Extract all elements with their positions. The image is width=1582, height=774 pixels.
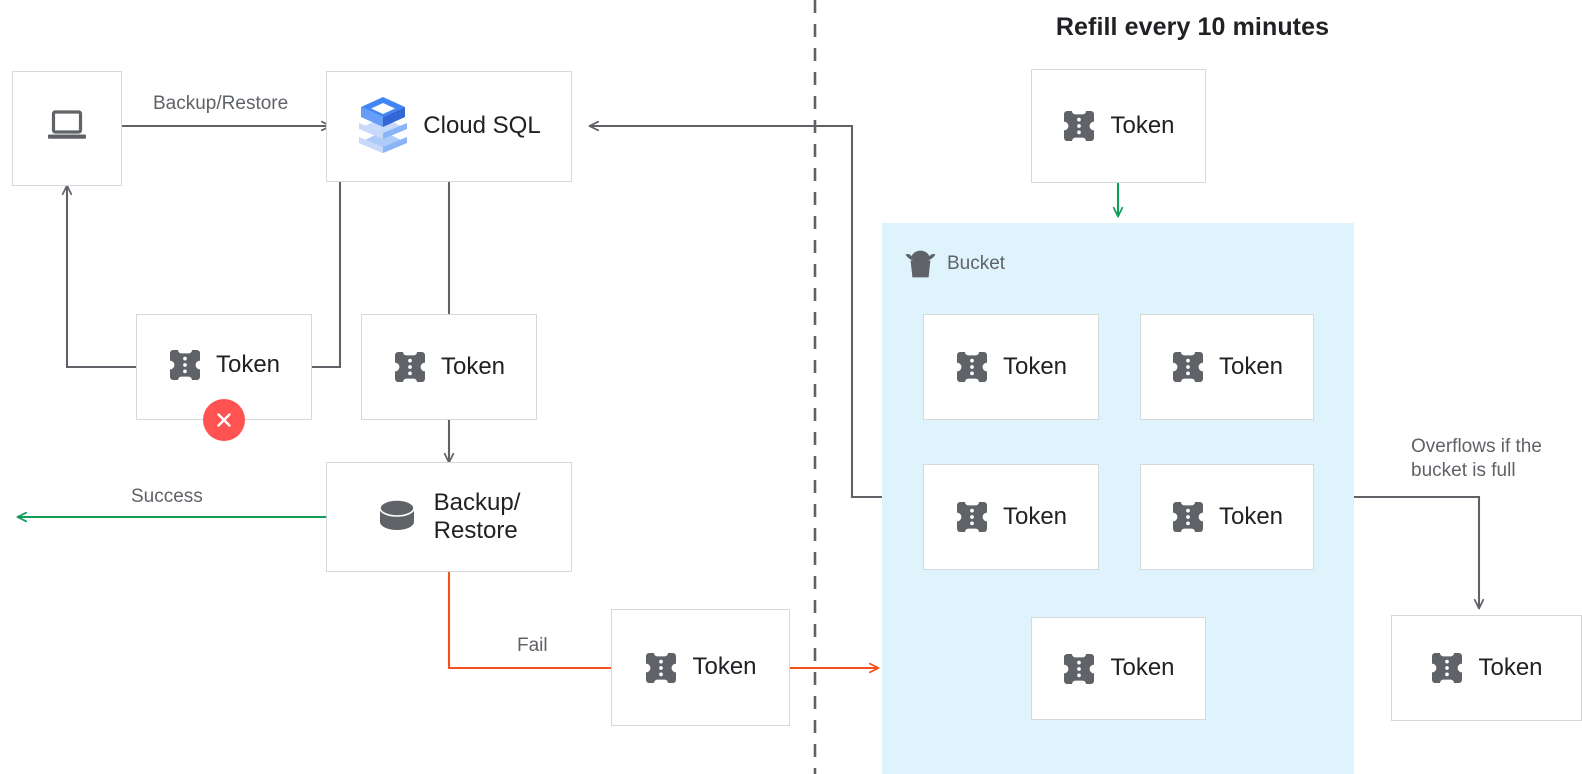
bucket-icon <box>904 248 937 279</box>
token-icon <box>1062 111 1096 141</box>
rejected-token-label: Token <box>215 350 281 378</box>
token-icon <box>644 652 678 683</box>
cloud-sql-icon <box>357 95 409 158</box>
bucket-title-row: Bucket <box>904 248 1005 279</box>
bucket-label: Bucket <box>947 252 1006 274</box>
token-icon <box>1430 653 1464 683</box>
edge-label-backup-restore: Backup/Restore <box>153 93 289 114</box>
overflow-token-node[interactable]: Token <box>1391 615 1582 721</box>
bucket-token-node[interactable]: Token <box>1140 314 1314 420</box>
edge-label-overflow: Overflows if the bucket is full <box>1411 436 1542 482</box>
edge-label-success: Success <box>131 486 203 507</box>
token-icon <box>1062 653 1096 684</box>
database-icon <box>378 498 416 536</box>
bucket-token-node[interactable]: Token <box>1031 617 1206 720</box>
refill-token-label: Token <box>1110 111 1175 139</box>
bucket-token-label: Token <box>1002 502 1068 530</box>
client-node[interactable] <box>12 71 122 186</box>
fail-token-node[interactable]: Token <box>611 609 790 726</box>
token-icon <box>955 352 989 382</box>
overflow-token-label: Token <box>1478 653 1543 681</box>
token-icon <box>1171 502 1205 532</box>
accepted-token-label: Token <box>440 352 506 380</box>
bucket-token-node[interactable]: Token <box>923 314 1099 420</box>
token-icon <box>168 350 202 380</box>
backup-restore-node[interactable]: Backup/ Restore <box>326 462 572 572</box>
bucket-token-label: Token <box>1002 352 1068 380</box>
backup-restore-label: Backup/ Restore <box>433 488 521 544</box>
wire-bucket-overflow <box>1354 495 1485 610</box>
refill-token-node[interactable]: Token <box>1031 69 1206 183</box>
wire-rejected-token-to-client <box>61 184 136 369</box>
token-icon <box>1171 352 1205 382</box>
wire-bucket-to-cloudsql <box>588 120 882 499</box>
wire-cloudsql-to-rejected-token <box>312 182 342 369</box>
laptop-icon <box>47 109 87 148</box>
bucket-token-label: Token <box>1110 654 1175 682</box>
refill-title: Refill every 10 minutes <box>1055 13 1330 41</box>
cloud-sql-label: Cloud SQL <box>423 112 541 140</box>
bucket-token-node[interactable]: Token <box>1140 464 1314 570</box>
token-icon <box>393 352 427 382</box>
cloud-sql-node[interactable]: Cloud SQL <box>326 71 572 182</box>
bucket-token-label: Token <box>1218 352 1284 380</box>
edge-label-fail: Fail <box>517 635 548 656</box>
bucket-token-node[interactable]: Token <box>923 464 1099 570</box>
error-x-icon <box>203 399 245 441</box>
fail-token-label: Token <box>692 653 757 681</box>
token-icon <box>955 502 989 532</box>
bucket-token-label: Token <box>1218 502 1284 530</box>
accepted-token-node[interactable]: Token <box>361 314 537 420</box>
